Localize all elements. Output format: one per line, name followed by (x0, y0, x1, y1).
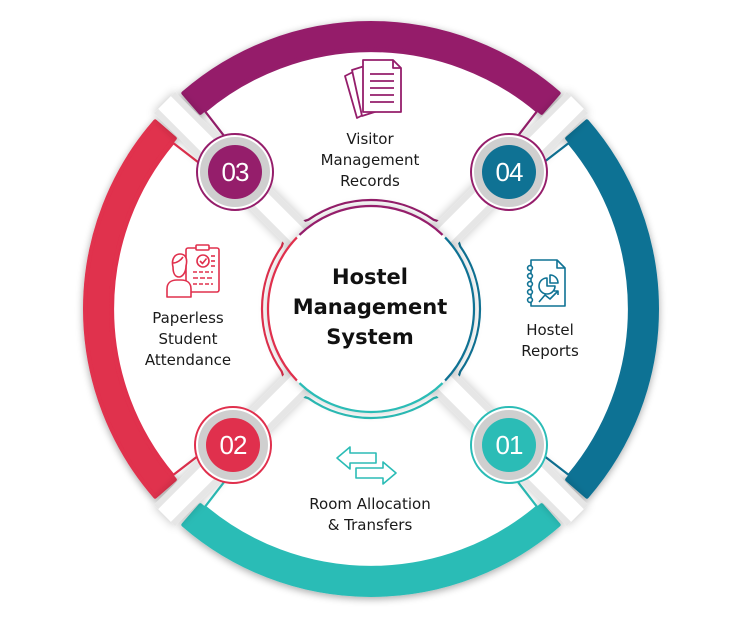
label-line: Room Allocation (309, 495, 431, 513)
segment-label-student-attendance: Paperless Student Attendance (128, 308, 248, 371)
segment-panel-03 (203, 49, 539, 227)
label-line: Student (158, 330, 218, 348)
hub-title-line: Management (292, 295, 448, 319)
label-line: Reports (521, 342, 579, 360)
label-line: Attendance (144, 351, 232, 369)
label-line: Paperless (152, 309, 224, 327)
documents-icon (344, 59, 402, 119)
badge-fill (208, 145, 262, 199)
number-badge-01 (470, 406, 548, 484)
number-badge-02 (194, 406, 272, 484)
hub-title-line: Hostel (332, 265, 408, 289)
badge-fill (482, 145, 536, 199)
segment-label-room-allocation: Room Allocation & Transfers (280, 494, 460, 536)
hub-title-line: System (326, 325, 414, 349)
segment-panel-02 (111, 141, 289, 477)
label-line: Hostel (526, 321, 574, 339)
swap-arrows-icon (336, 446, 397, 485)
outer-arc-01 (181, 503, 561, 597)
badge-number-04: 04 (495, 157, 524, 187)
label-line: Visitor (346, 130, 394, 148)
number-badge-03 (196, 133, 274, 211)
student-attendance-icon (166, 244, 220, 298)
segment-label-hostel-reports: Hostel Reports (500, 320, 600, 362)
hub-outline-01 (298, 382, 444, 414)
hub-title: Hostel Management System (290, 262, 450, 352)
badge-number-01: 01 (495, 430, 524, 460)
label-line: & Transfers (327, 516, 413, 534)
segment-panel-04 (453, 141, 631, 477)
badge-number-03: 03 (221, 157, 250, 187)
outer-arc-04 (565, 119, 659, 499)
outer-arc-03 (181, 21, 561, 115)
hub-outline-03 (298, 204, 444, 236)
badge-number-02: 02 (219, 430, 248, 460)
segment-label-visitor-management: Visitor Management Records (300, 129, 440, 192)
outer-arc-02 (83, 119, 177, 499)
segment-panel-01 (203, 391, 539, 569)
hub-outline-02 (266, 236, 298, 382)
hub-fill (271, 209, 471, 409)
report-chart-icon (526, 259, 566, 307)
badge-fill (482, 418, 536, 472)
label-line: Management (320, 151, 420, 169)
label-line: Records (340, 172, 400, 190)
badge-fill (206, 418, 260, 472)
number-badge-04 (470, 133, 548, 211)
hub-outline-04 (444, 236, 476, 382)
